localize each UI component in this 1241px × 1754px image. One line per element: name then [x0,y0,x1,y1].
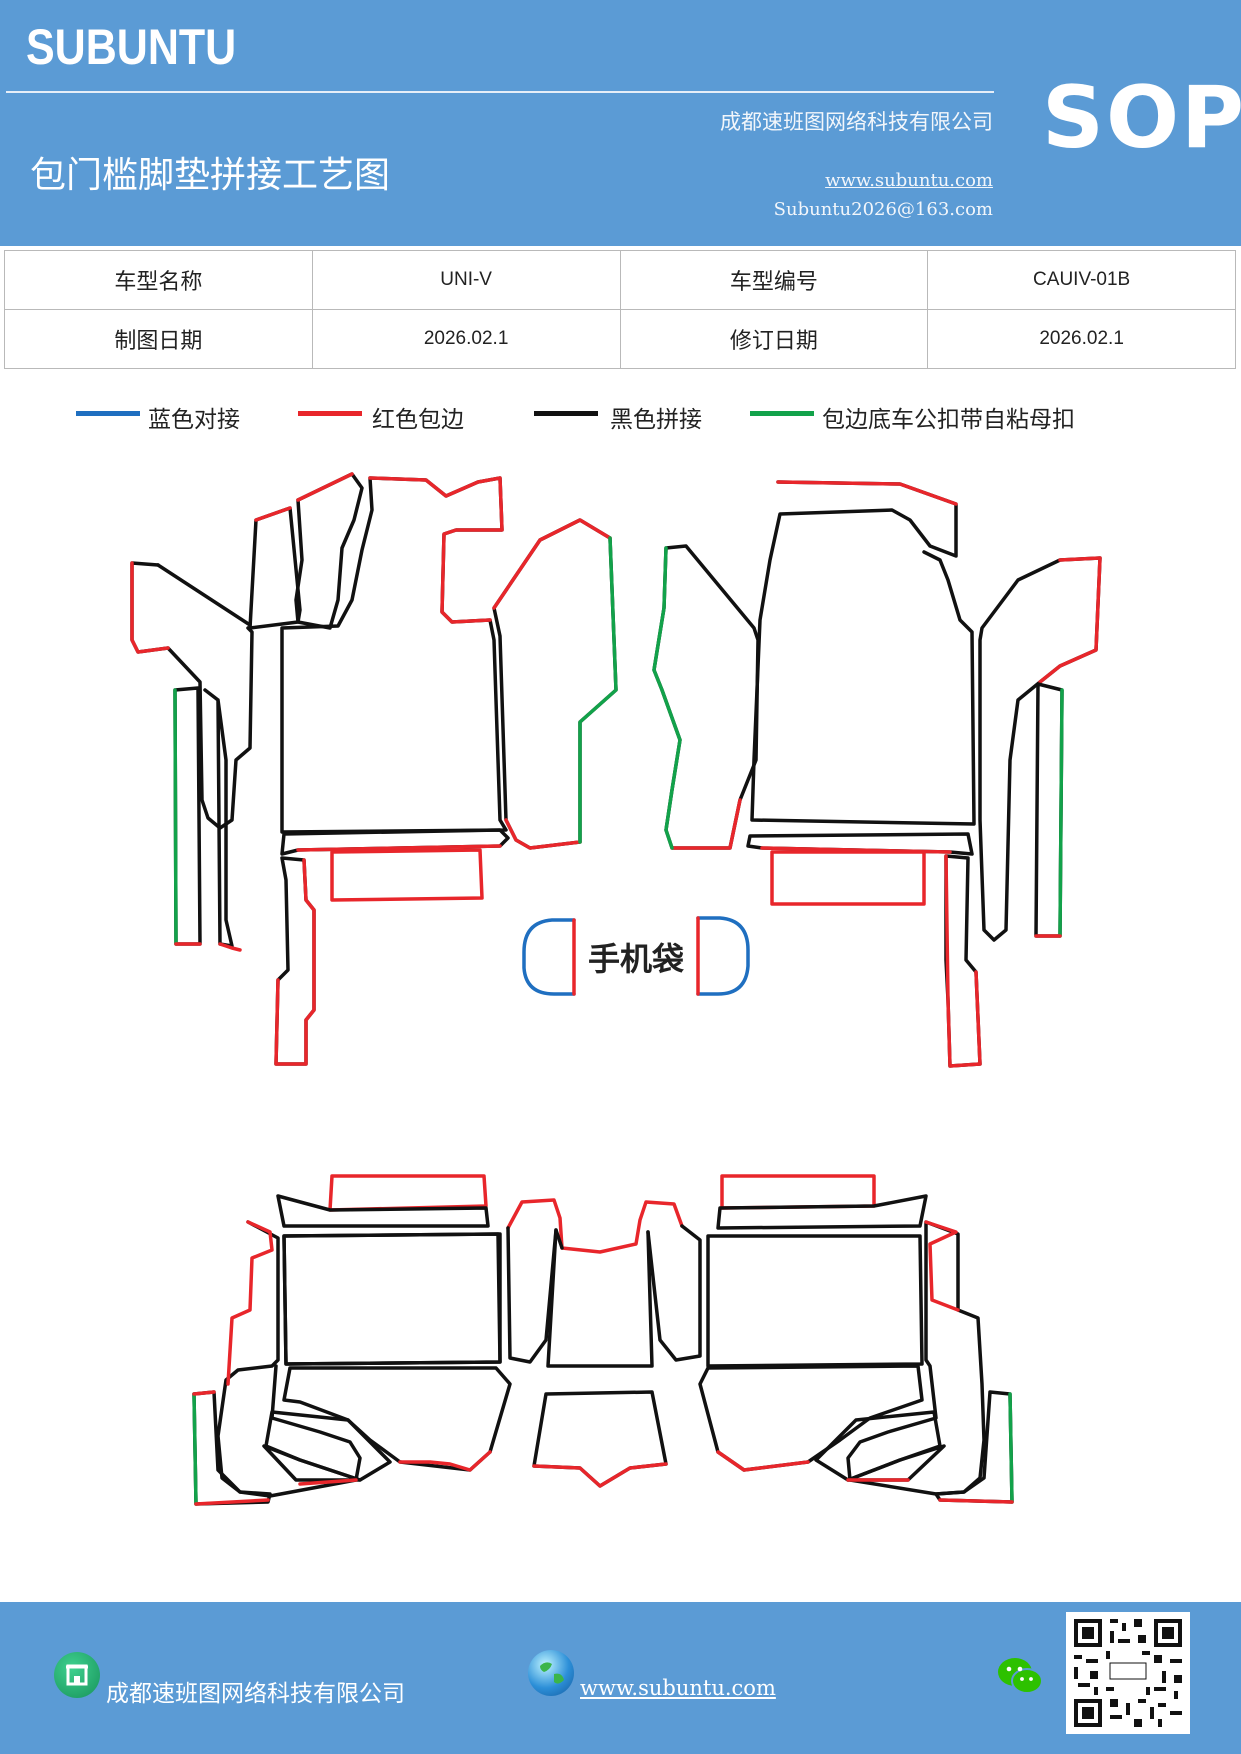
phone-pocket-group: 手机袋 [522,916,750,996]
brand-logo: SUBUNTU [26,19,237,75]
legend-swatch-black [534,411,598,416]
header-website-link[interactable]: www.subuntu.com [825,170,993,191]
floor-mat-diagram: 手机袋 [130,472,1102,1506]
revision-date-label: 修订日期 [619,309,929,369]
legend-label-black: 黑色拼接 [610,407,702,433]
drawing-date-value: 2026.02.1 [311,309,621,369]
page-title: 包门槛脚垫拼接工艺图 [30,155,391,196]
drawing-date-label: 制图日期 [4,309,313,369]
qr-code-icon[interactable] [1066,1612,1190,1734]
wechat-icon[interactable] [996,1654,1044,1698]
legend-swatch-blue [76,411,140,416]
table-row: 制图日期 2026.02.1 修订日期 2026.02.1 [4,309,1236,369]
globe-icon [528,1650,574,1696]
footer: 成都速班图网络科技有限公司 www.subuntu.com [0,1602,1241,1754]
info-table: 车型名称 UNI-V 车型编号 CAUIV-01B 制图日期 2026.02.1… [4,250,1236,369]
building-icon [54,1652,100,1698]
front-left-mat-group [130,472,618,1066]
footer-company: 成都速班图网络科技有限公司 [106,1681,405,1707]
legend-swatch-red [298,411,362,416]
legend: 蓝色对接 红色包边 黑色拼接 包边底车公扣带自粘母扣 [0,400,1241,440]
table-row: 车型名称 UNI-V 车型编号 CAUIV-01B [4,250,1236,310]
legend-label-green: 包边底车公扣带自粘母扣 [822,407,1075,433]
header-company: 成都速班图网络科技有限公司 [720,110,993,134]
model-code-value: CAUIV-01B [927,250,1236,310]
legend-label-blue: 蓝色对接 [148,407,240,433]
header-divider [6,91,994,93]
header: SUBUNTU 成都速班图网络科技有限公司 SOP 包门槛脚垫拼接工艺图 www… [0,0,1241,246]
front-right-mat-group [652,480,1102,1068]
header-email: Subuntu2026@163.com [773,199,993,220]
legend-swatch-green [750,411,814,416]
model-name-value: UNI-V [311,250,621,310]
revision-date-value: 2026.02.1 [927,309,1236,369]
rear-mat-group [192,1174,1014,1506]
model-name-label: 车型名称 [4,250,313,310]
model-code-label: 车型编号 [619,250,929,310]
legend-label-red: 红色包边 [372,407,464,433]
footer-website-link[interactable]: www.subuntu.com [580,1676,776,1700]
sop-label: SOP [1042,68,1241,168]
phone-pocket-label: 手机袋 [588,940,684,978]
